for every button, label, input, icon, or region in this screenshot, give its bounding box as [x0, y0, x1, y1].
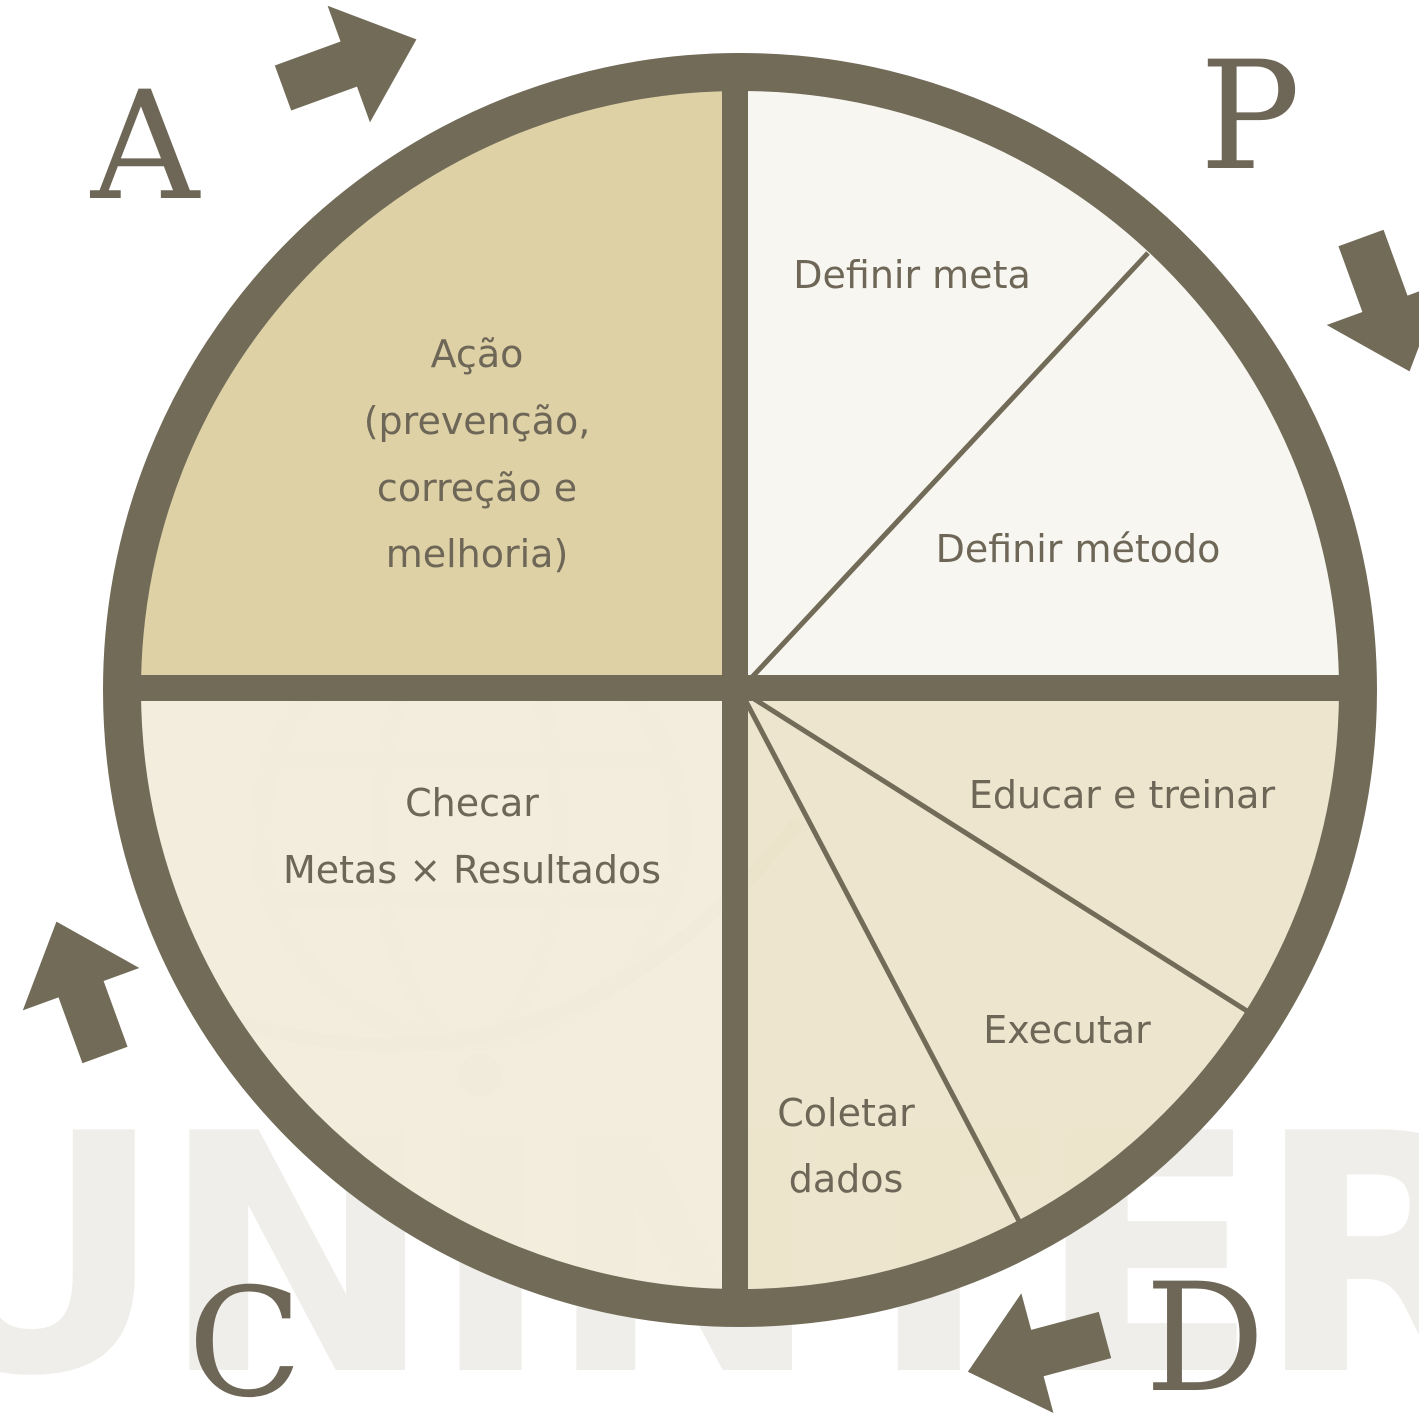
collect-label-line-2: dados	[789, 1157, 904, 1201]
arrow-d-to-c-icon	[967, 1293, 1112, 1414]
letter-p: P	[1200, 30, 1301, 204]
check-label-line-2: Metas × Resultados	[283, 848, 661, 892]
letter-c: C	[188, 1257, 303, 1427]
act-label: Ação (prevenção, correção e melhoria)	[364, 332, 591, 576]
act-label-line-1: Ação	[431, 332, 524, 376]
check-label: Checar Metas × Resultados	[283, 781, 661, 892]
plan-divider	[738, 251, 1150, 692]
arrow-p-to-d-icon	[1326, 229, 1419, 372]
act-label-line-3: correção e	[377, 466, 577, 510]
check-quadrant	[135, 690, 740, 1295]
arrow-c-to-a-icon	[22, 921, 140, 1064]
define-goal-label: Definir meta	[793, 253, 1031, 297]
do-quadrant	[740, 690, 1345, 1295]
collect-label-line-1: Coletar	[777, 1091, 915, 1135]
collect-label: Coletar dados	[777, 1091, 915, 1201]
act-label-line-2: (prevenção,	[364, 399, 591, 443]
arrow-a-to-p-icon	[274, 5, 417, 123]
letter-d: D	[1145, 1252, 1265, 1426]
educate-label: Educar e treinar	[969, 773, 1276, 817]
do-divider-2	[737, 688, 1023, 1225]
act-quadrant	[135, 85, 740, 690]
plan-quadrant	[740, 85, 1345, 690]
define-method-label: Definir método	[936, 527, 1221, 571]
execute-label: Executar	[983, 1008, 1151, 1052]
letter-a: A	[90, 60, 201, 234]
do-divider-1	[738, 687, 1249, 1014]
cycle-ring	[103, 53, 1377, 1327]
check-label-line-1: Checar	[405, 781, 539, 825]
act-label-line-4: melhoria)	[386, 532, 569, 576]
